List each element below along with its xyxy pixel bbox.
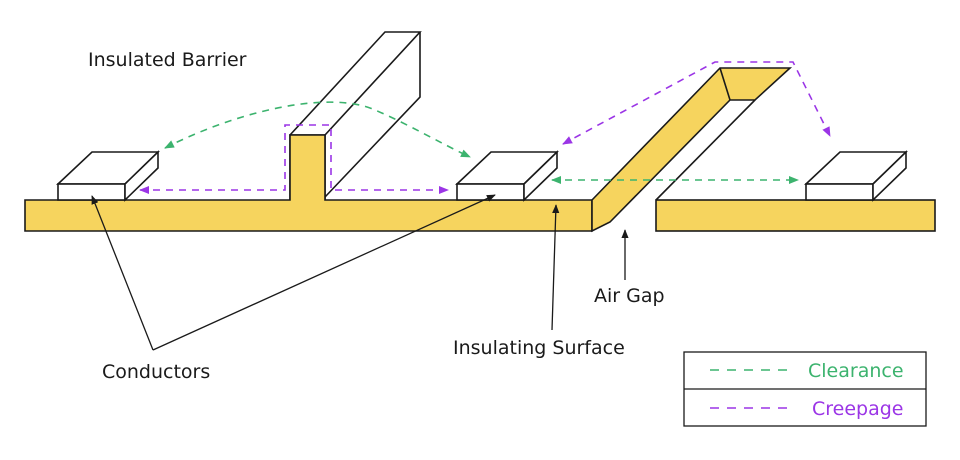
conductor-3 bbox=[803, 150, 908, 202]
insulated-barrier-label: Insulated Barrier bbox=[88, 49, 247, 71]
creepage-path-around-barrier bbox=[139, 124, 449, 194]
creepage-path-over-bend bbox=[562, 61, 831, 145]
conductor-2 bbox=[454, 150, 559, 202]
clearance-path-over-barrier bbox=[164, 101, 471, 158]
clearance-paths bbox=[164, 101, 799, 184]
conductor-1 bbox=[55, 150, 160, 202]
legend-clearance-label: Clearance bbox=[808, 360, 904, 382]
circuit-board bbox=[24, 67, 936, 233]
legend-creepage-label: Creepage bbox=[812, 398, 904, 420]
insulating-surface-label: Insulating Surface bbox=[453, 337, 625, 359]
legend: Clearance Creepage bbox=[683, 351, 927, 427]
creepage-paths bbox=[139, 61, 831, 194]
label-pointers bbox=[91, 194, 629, 351]
conductors-label: Conductors bbox=[102, 361, 210, 383]
air-gap-label: Air Gap bbox=[594, 285, 665, 307]
